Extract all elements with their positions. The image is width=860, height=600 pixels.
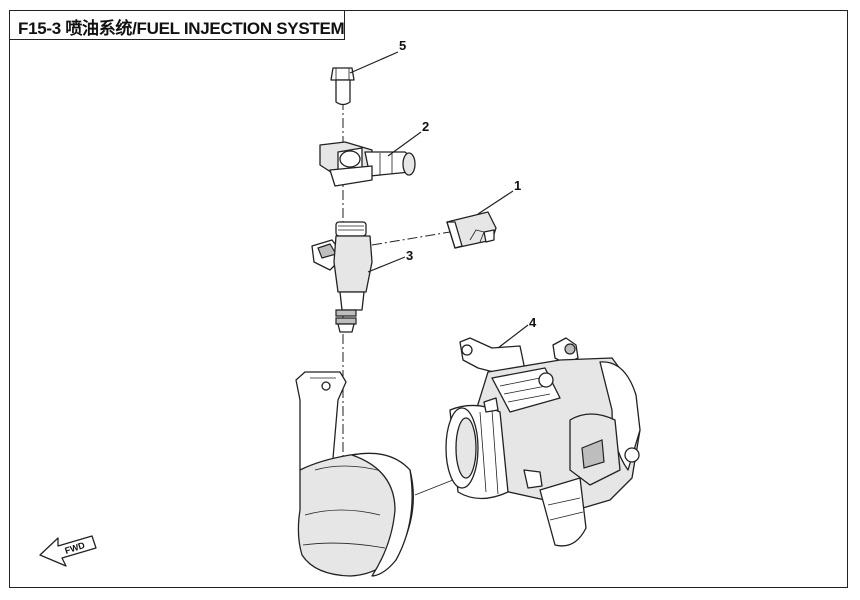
callout-4: 4 (529, 315, 537, 330)
part-4-throttle-body (445, 337, 641, 547)
leader-line-4 (497, 324, 529, 349)
drawing-frame (9, 10, 848, 588)
callout-1: 1 (514, 178, 521, 193)
part-2-fuel-rail (319, 141, 416, 187)
title-box: F15-3 喷油系统/FUEL INJECTION SYSTEM (9, 10, 345, 40)
part-3-injector (311, 221, 373, 333)
part-5-bolt (330, 67, 355, 106)
leader-line-1 (477, 190, 514, 215)
fwd-arrow-icon: FWD (39, 535, 97, 567)
part-1-clip (446, 211, 497, 249)
leader-line-2 (387, 131, 422, 157)
callout-3: 3 (406, 248, 413, 263)
intake-manifold (295, 371, 414, 577)
callout-2: 2 (422, 119, 429, 134)
callout-5: 5 (399, 38, 406, 53)
leader-line-5 (349, 51, 399, 74)
clip-axis-line (371, 231, 451, 246)
leader-line-3 (367, 256, 406, 273)
page-title: F15-3 喷油系统/FUEL INJECTION SYSTEM (18, 19, 345, 38)
